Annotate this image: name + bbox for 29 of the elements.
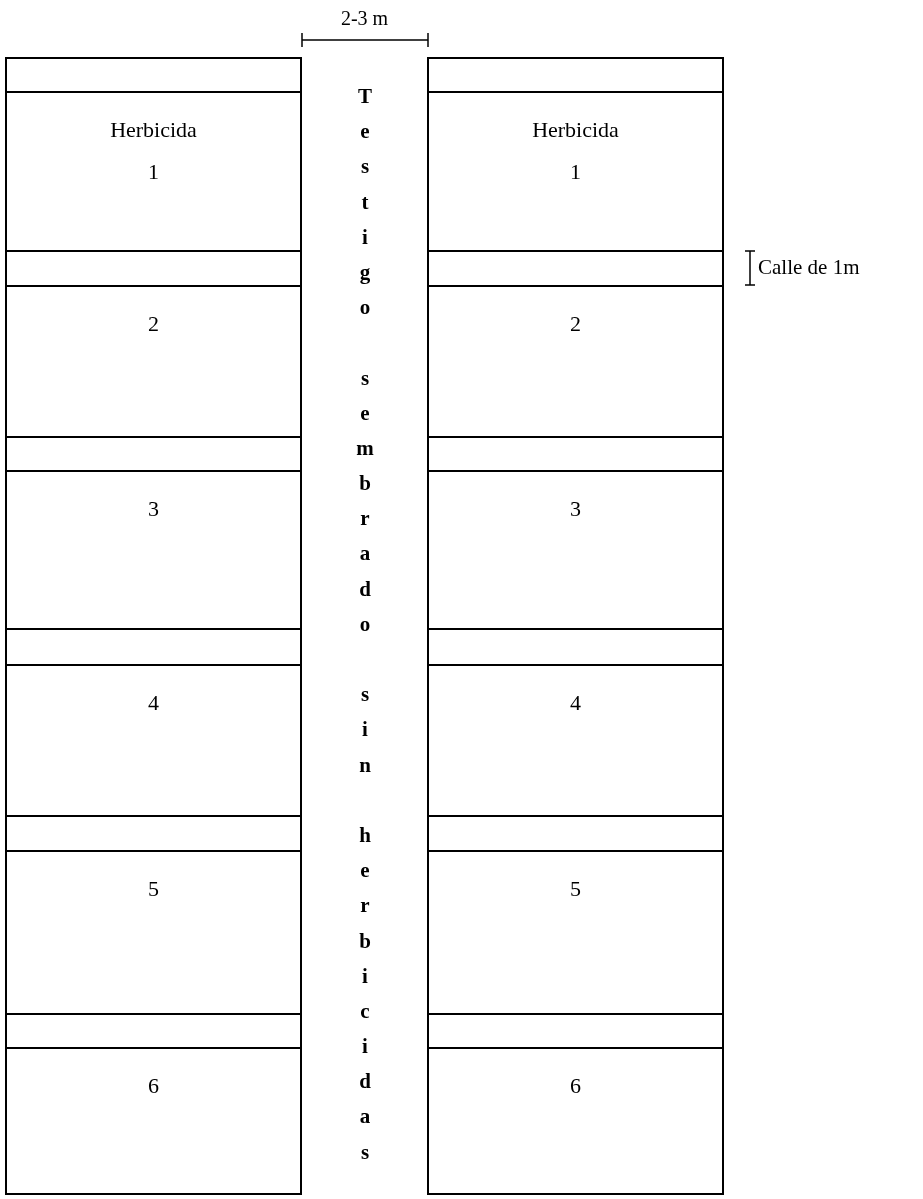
plot-number: 2 xyxy=(570,313,581,335)
plot-label: Herbicida xyxy=(110,119,197,141)
alley-strip xyxy=(427,815,724,852)
alley-strip xyxy=(427,436,724,472)
plot-number: 4 xyxy=(570,692,581,714)
plot-label: Herbicida xyxy=(532,119,619,141)
vertical-label: Testigo sembrado sin herbicidas xyxy=(355,86,375,1166)
alley-strip xyxy=(5,628,302,666)
alley-strip xyxy=(5,1013,302,1049)
alley-strip xyxy=(5,815,302,852)
field-column xyxy=(5,57,302,1195)
plot-number: 3 xyxy=(148,498,159,520)
alley-strip xyxy=(427,1013,724,1049)
plot-number: 6 xyxy=(148,1075,159,1097)
plot-number: 4 xyxy=(148,692,159,714)
alley-strip xyxy=(427,628,724,666)
field-column xyxy=(427,57,724,1195)
plot-number: 6 xyxy=(570,1075,581,1097)
plot-number: 5 xyxy=(570,878,581,900)
plot-number: 5 xyxy=(148,878,159,900)
plot-number: 2 xyxy=(148,313,159,335)
plot-number: 1 xyxy=(570,161,581,183)
plot-number: 1 xyxy=(148,161,159,183)
alley-strip xyxy=(427,250,724,287)
alley-strip xyxy=(5,250,302,287)
alley-strip xyxy=(5,436,302,472)
dimension-label: Calle de 1m xyxy=(758,257,860,278)
plot-number: 3 xyxy=(570,498,581,520)
dimension-label: 2-3 m xyxy=(339,8,390,28)
